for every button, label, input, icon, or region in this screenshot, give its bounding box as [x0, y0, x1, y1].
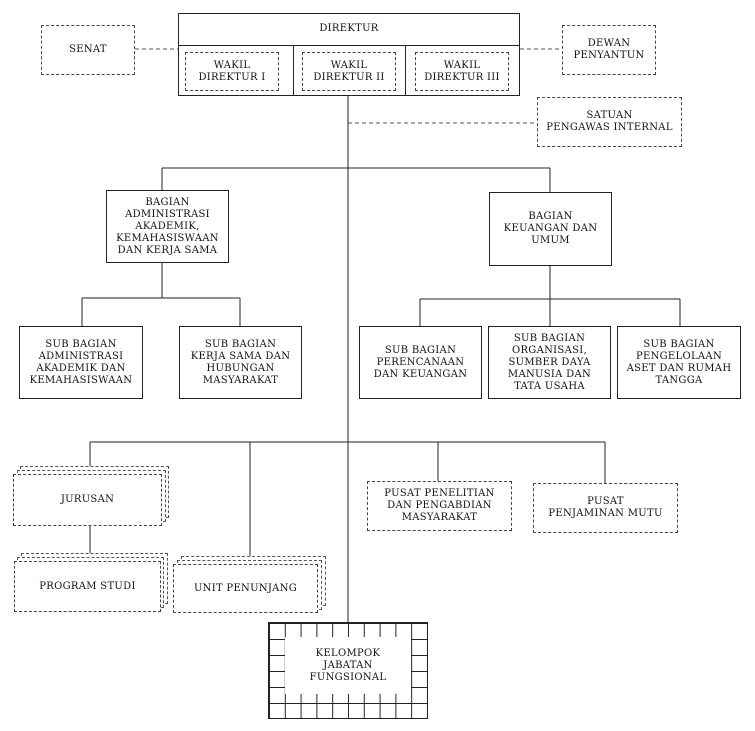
jurusan-label: JURUSAN	[60, 494, 115, 505]
direktur-label: DIREKTUR	[319, 23, 379, 34]
satuan-pengawas-internal-box: SATUAN PENGAWAS INTERNAL	[537, 97, 682, 147]
jabatan-fungsional-label: KELOMPOK JABATAN FUNGSIONAL	[309, 647, 387, 683]
jurusan-box: JURUSAN	[13, 474, 162, 526]
direktur-divider-v2	[405, 45, 406, 96]
senat-label: SENAT	[69, 44, 107, 55]
senat-box: SENAT	[41, 25, 135, 75]
sub-bagian-organisasi-label: SUB BAGIAN ORGANISASI, SUMBER DAYA MANUS…	[507, 332, 592, 392]
pusat-penelitian-box: PUSAT PENELITIAN DAN PENGABDIAN MASYARAK…	[367, 481, 512, 531]
unit-penunjang-label: UNIT PENUNJANG	[193, 582, 298, 594]
wakil-direktur-2: WAKIL DIREKTUR II	[302, 52, 396, 91]
direktur-divider-v1	[293, 45, 294, 96]
program-studi-label: PROGRAM STUDI	[39, 580, 136, 592]
dewan-penyantun-box: DEWAN PENYANTUN	[562, 25, 656, 75]
bagian-keuangan-label: BAGIAN KEUANGAN DAN UMUM	[503, 211, 598, 246]
sub-bagian-perencanaan-label: SUB BAGIAN PERENCANAAN DAN KEUANGAN	[373, 344, 468, 380]
sub-bagian-kerjasama-box: SUB BAGIAN KERJA SAMA DAN HUBUNGAN MASYA…	[179, 326, 302, 399]
sub-bagian-perencanaan-box: SUB BAGIAN PERENCANAAN DAN KEUANGAN	[359, 326, 482, 399]
satuan-pengawas-internal-label: SATUAN PENGAWAS INTERNAL	[546, 110, 673, 133]
program-studi-box: PROGRAM STUDI	[14, 561, 161, 612]
pusat-penjaminan-mutu-box: PUSAT PENJAMINAN MUTU	[533, 483, 678, 533]
bagian-akademik-box: BAGIAN ADMINISTRASI AKADEMIK, KEMAHASISW…	[106, 190, 229, 263]
jabatan-fungsional-box: KELOMPOK JABATAN FUNGSIONAL	[285, 637, 411, 694]
sub-bagian-aset-label: SUB BAGIAN PENGELOLAAN ASET DAN RUMAH TA…	[626, 338, 732, 386]
sub-bagian-akademik-box: SUB BAGIAN ADMINISTRASI AKADEMIK DAN KEM…	[19, 326, 143, 399]
unit-penunjang-box: UNIT PENUNJANG	[173, 564, 318, 613]
wakil-direktur-3-label: WAKIL DIREKTUR III	[424, 59, 500, 83]
bagian-akademik-label: BAGIAN ADMINISTRASI AKADEMIK, KEMAHASISW…	[116, 196, 219, 256]
sub-bagian-aset-box: SUB BAGIAN PENGELOLAAN ASET DAN RUMAH TA…	[617, 326, 741, 399]
sub-bagian-akademik-label: SUB BAGIAN ADMINISTRASI AKADEMIK DAN KEM…	[29, 338, 133, 386]
wakil-direktur-2-label: WAKIL DIREKTUR II	[313, 59, 385, 83]
sub-bagian-kerjasama-label: SUB BAGIAN KERJA SAMA DAN HUBUNGAN MASYA…	[190, 338, 291, 386]
pusat-penjaminan-mutu-label: PUSAT PENJAMINAN MUTU	[548, 496, 663, 519]
bagian-keuangan-box: BAGIAN KEUANGAN DAN UMUM	[489, 192, 612, 266]
pusat-penelitian-label: PUSAT PENELITIAN DAN PENGABDIAN MASYARAK…	[384, 488, 495, 523]
wakil-direktur-1: WAKIL DIREKTUR I	[185, 52, 279, 91]
wakil-direktur-1-label: WAKIL DIREKTUR I	[198, 59, 266, 83]
direktur-divider-h	[178, 45, 520, 46]
wakil-direktur-3: WAKIL DIREKTUR III	[415, 52, 509, 91]
dewan-penyantun-label: DEWAN PENYANTUN	[573, 38, 645, 61]
sub-bagian-organisasi-box: SUB BAGIAN ORGANISASI, SUMBER DAYA MANUS…	[488, 326, 611, 399]
